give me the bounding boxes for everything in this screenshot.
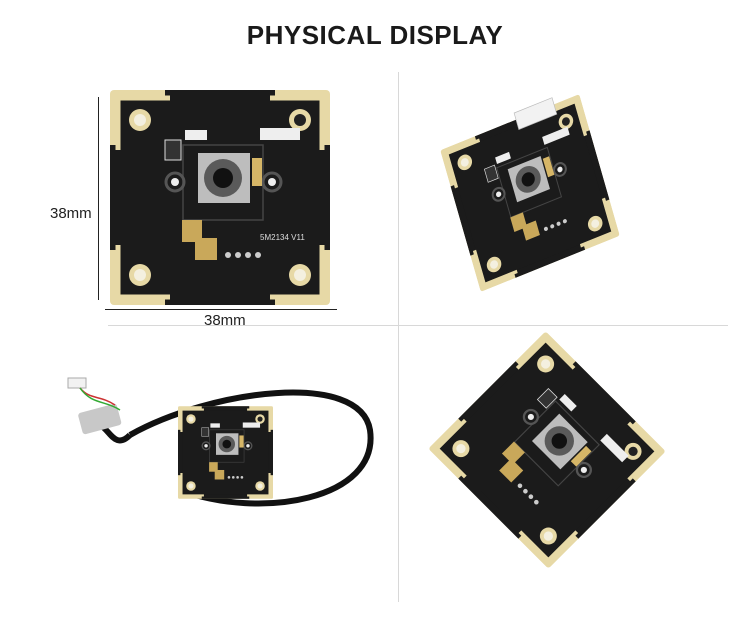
camera-board-with-cable [178,405,273,500]
page-title: PHYSICAL DISPLAY [246,20,504,50]
usb-cable [67,377,374,507]
camera-board-back-view [440,92,621,293]
board-silkscreen: 5M2134 V11 [260,233,305,242]
height-label: 38mm [50,205,92,222]
width-label: 38mm [204,312,246,329]
camera-board-rotated-view [427,330,667,570]
horizontal-divider [108,325,728,326]
height-dimension-line [98,97,99,300]
vertical-divider [398,72,399,602]
width-dimension-line [105,309,337,310]
camera-board-top-view: 5M2134 V11 [110,90,330,305]
